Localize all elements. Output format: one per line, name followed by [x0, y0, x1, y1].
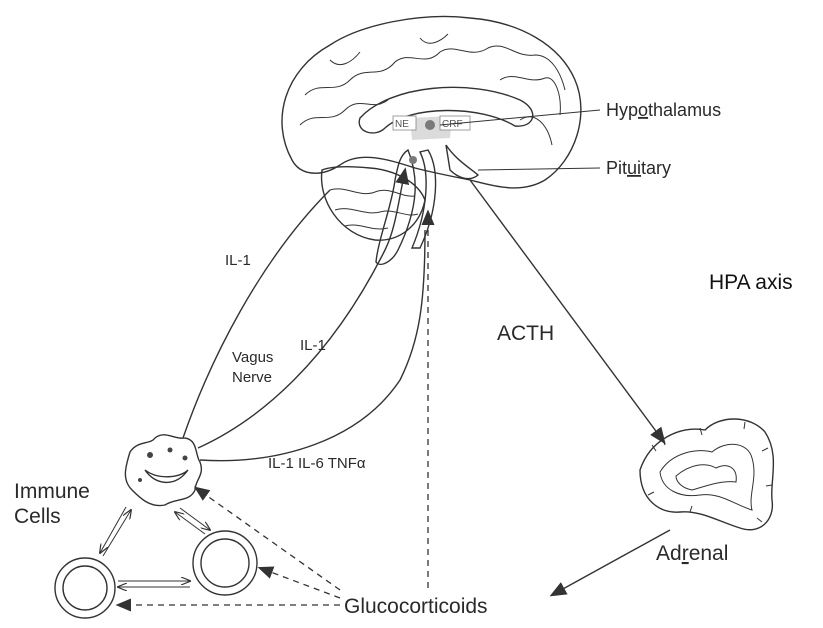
adrenal-to-glucocorticoids-arrow [552, 530, 670, 595]
vagus-nerve-pathway [198, 170, 405, 448]
il1-lower-label: IL-1 [300, 337, 326, 354]
immune-cells-label-line1: Immune [14, 480, 90, 503]
vagus-nerve-label-line1: Vagus [232, 349, 273, 366]
brain [282, 17, 581, 265]
il1-upper-label: IL-1 [225, 252, 251, 269]
acth-label: ACTH [497, 322, 554, 345]
hypothalamus-label: Hypothalamus [606, 100, 721, 120]
cytokines-label: IL-1 IL-6 TNFα [268, 455, 366, 472]
hpa-axis-label: HPA axis [709, 271, 793, 294]
pituitary-leader-line [478, 168, 600, 170]
pituitary-label: Pituitary [606, 158, 671, 178]
immune-cell-interaction-arrows [100, 507, 210, 587]
glucocorticoids-label: Glucocorticoids [344, 595, 488, 618]
immune-cell-right [193, 531, 257, 595]
immune-cell-left [55, 558, 115, 618]
vagus-nerve-label-line2: Nerve [232, 369, 272, 386]
glucocorticoid-feedback-cell-right [260, 568, 340, 598]
glucocorticoid-feedback-macrophage [196, 488, 340, 590]
adrenal-label: Adrenal [656, 542, 728, 565]
immune-cell-macrophage [125, 435, 201, 506]
immune-cells-label-line2: Cells [14, 505, 61, 528]
ne-label: NE [395, 119, 409, 130]
acth-arrow [470, 180, 664, 442]
il1-pathway-upper [183, 190, 330, 438]
